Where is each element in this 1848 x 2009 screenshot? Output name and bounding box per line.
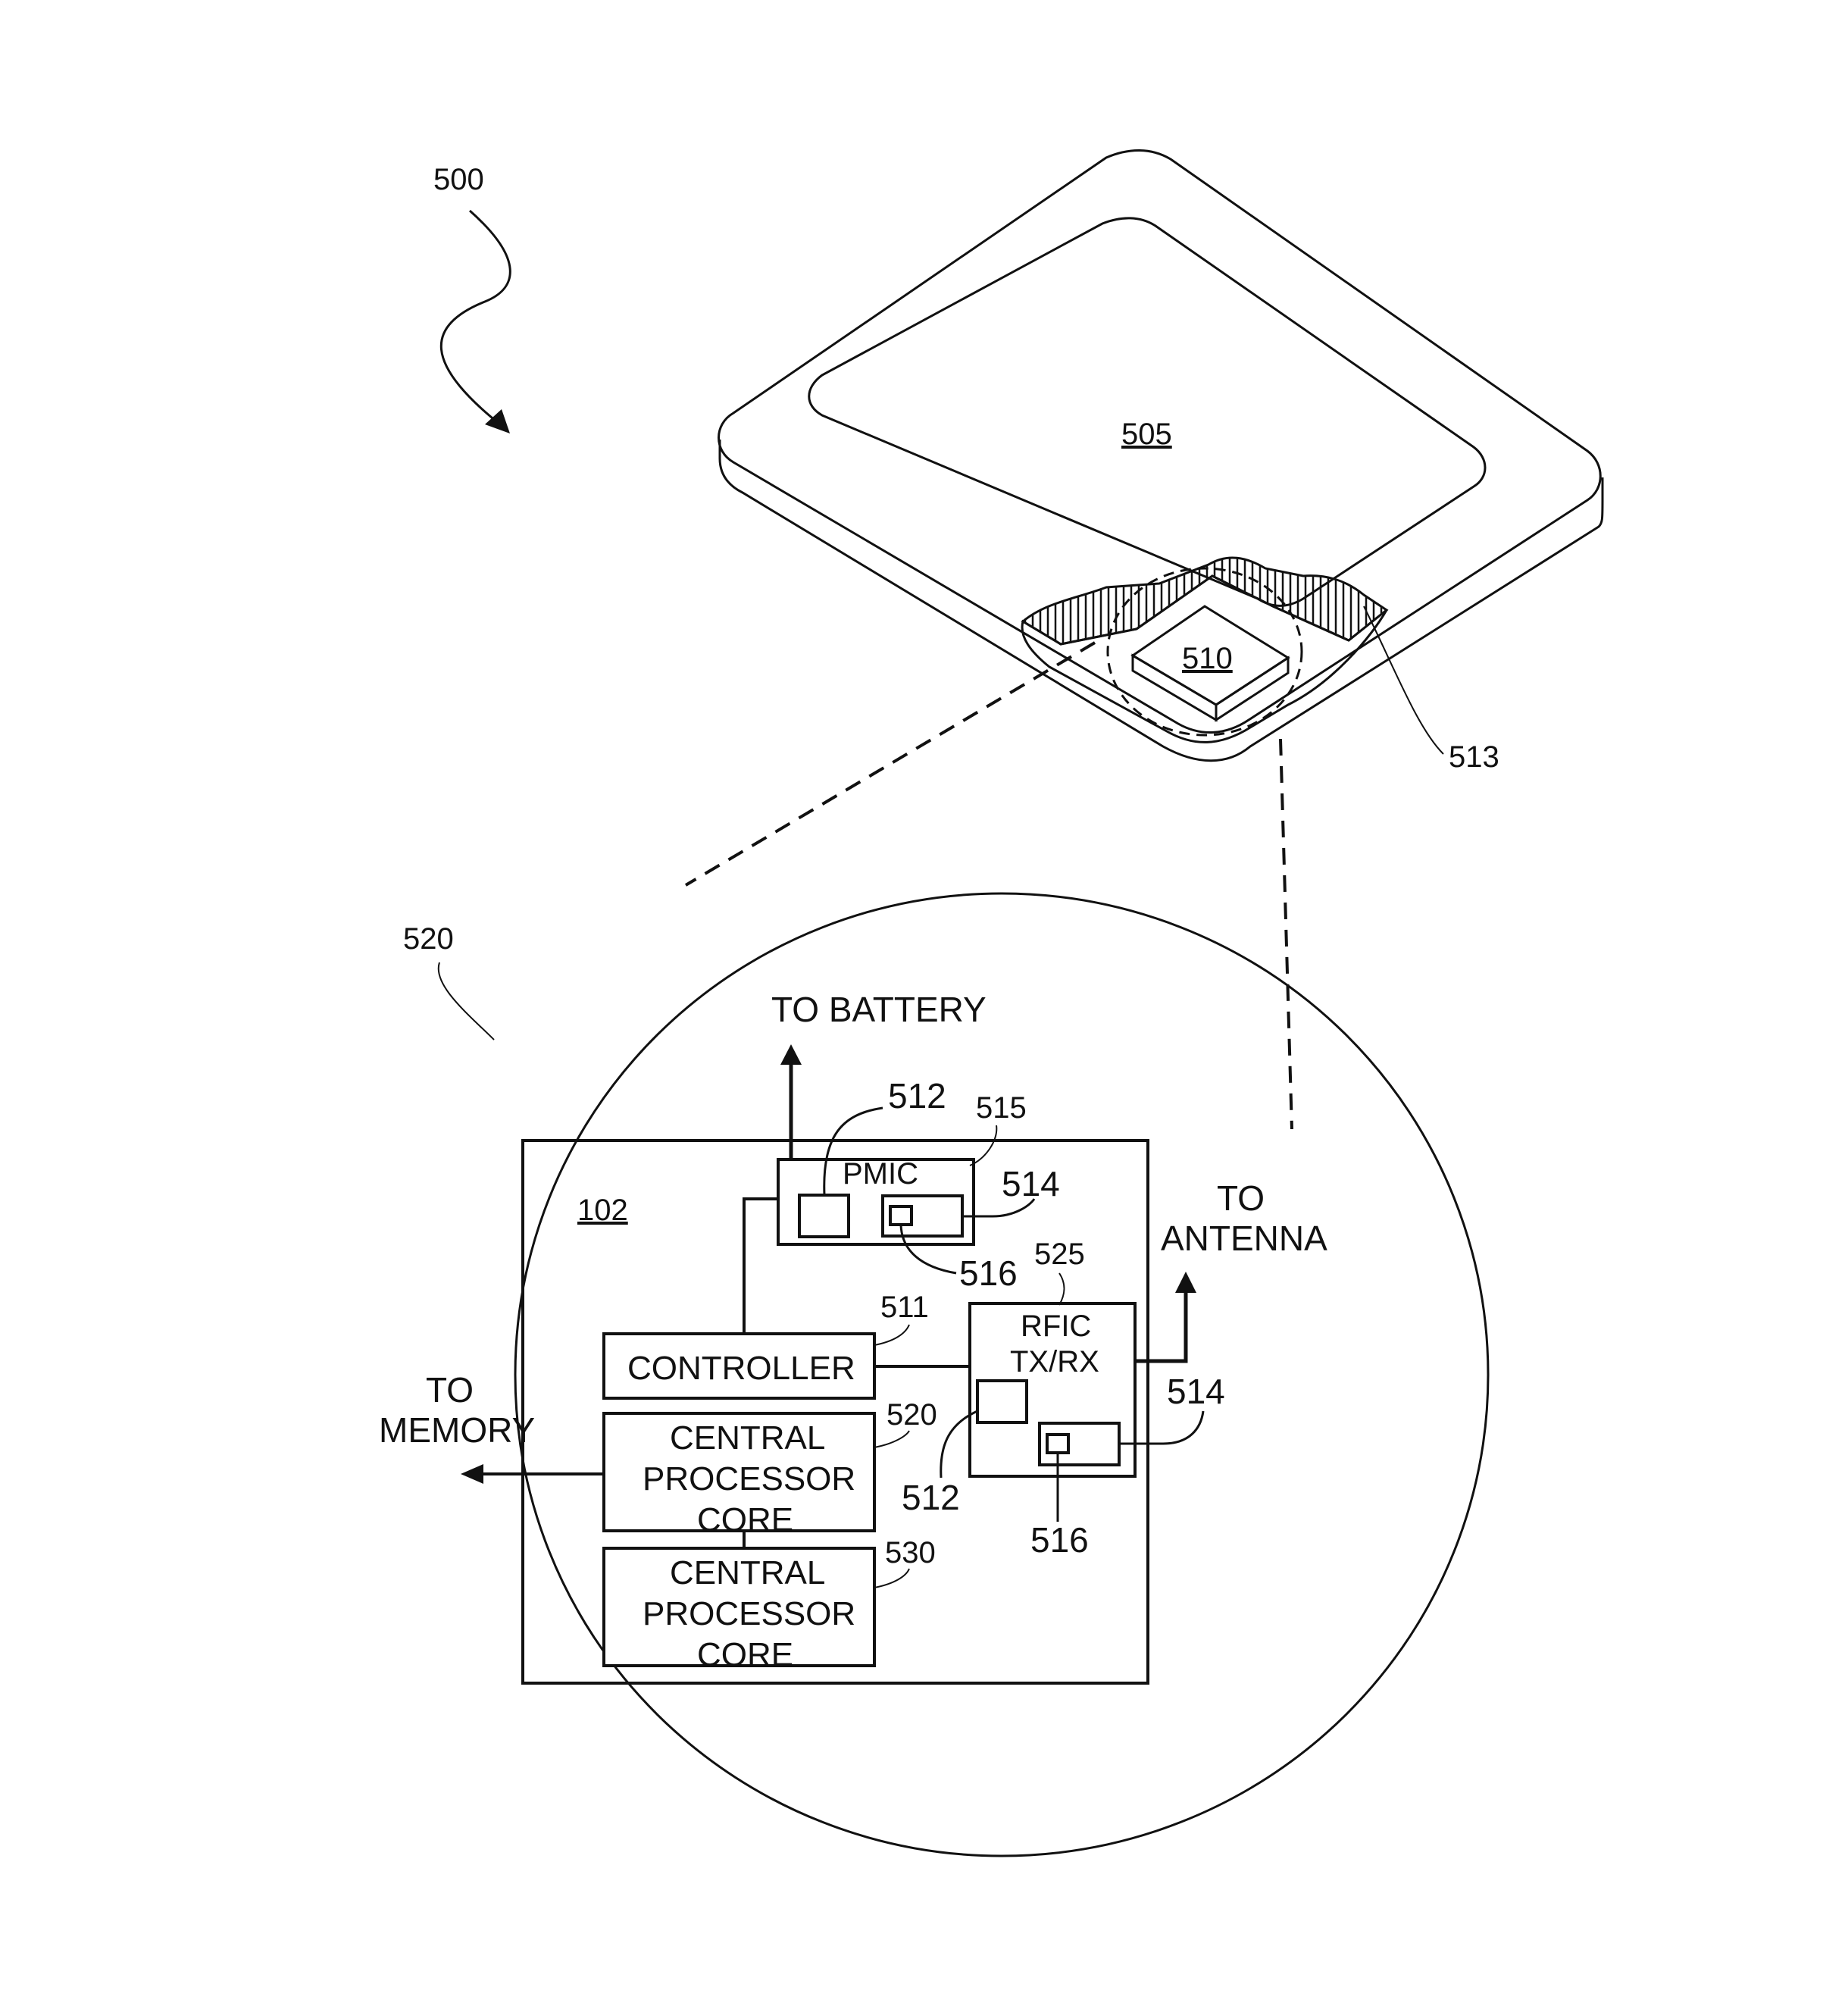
rfic-ref-516: 516 [1030, 1520, 1089, 1560]
pmic-ref-512: 512 [888, 1076, 946, 1116]
core-530-line3: CORE [697, 1636, 793, 1673]
antenna-arrowhead [1175, 1272, 1196, 1293]
pmic-ref-514: 514 [1002, 1164, 1060, 1203]
figure-ref-500: 500 [433, 163, 484, 196]
core-520-line2: PROCESSOR [643, 1460, 855, 1497]
pmic-514-box [883, 1196, 962, 1236]
to-memory-line1: TO [426, 1370, 474, 1410]
rfic-ref-512: 512 [902, 1478, 960, 1517]
core-ref-520: 520 [886, 1398, 937, 1432]
core-ref-530: 530 [885, 1536, 936, 1569]
controller-ref-511: 511 [880, 1291, 929, 1324]
leader-520-circle [439, 962, 494, 1040]
figure-squiggle-arrow [441, 211, 510, 424]
leader-pmic-516 [901, 1225, 956, 1273]
pmic-controller-wire [744, 1199, 778, 1334]
to-memory-line2: MEMORY [379, 1410, 535, 1450]
rfic-ref-514: 514 [1167, 1372, 1225, 1411]
detail-circle-ref: 520 [403, 922, 454, 956]
core-520-line1: CENTRAL [670, 1419, 825, 1457]
pmic-ref-515: 515 [976, 1091, 1027, 1125]
package-ref-102: 102 [577, 1194, 628, 1227]
rfic-ref-525: 525 [1034, 1238, 1085, 1271]
battery-arrowhead [780, 1044, 802, 1065]
chip-ref-510: 510 [1182, 642, 1233, 675]
cutaway-ref-513: 513 [1449, 740, 1499, 774]
antenna-wire [1135, 1288, 1186, 1361]
leader-core-520 [874, 1431, 909, 1447]
detail-view: 520 102 TO BATTERY PMIC 512 515 514 516 … [379, 893, 1488, 1856]
to-antenna-line1: TO [1217, 1178, 1265, 1218]
leader-core-530 [874, 1569, 909, 1588]
figure-arrowhead [485, 409, 510, 433]
pmic-516-box [890, 1206, 911, 1225]
device-screen [809, 218, 1485, 606]
to-battery-label: TO BATTERY [771, 990, 987, 1029]
projection-line-left [686, 643, 1095, 885]
controller-label: CONTROLLER [627, 1350, 855, 1387]
memory-arrowhead [461, 1464, 483, 1484]
leader-511 [874, 1325, 909, 1345]
projection-line-right [1280, 739, 1292, 1129]
pmic-512-box [799, 1195, 849, 1237]
pmic-ref-516: 516 [959, 1253, 1018, 1293]
pmic-label: PMIC [843, 1157, 918, 1191]
screen-ref-505: 505 [1121, 418, 1172, 451]
core-530-line1: CENTRAL [670, 1554, 825, 1591]
cutaway-hatched-wall [1023, 558, 1387, 644]
leader-525 [1059, 1273, 1064, 1305]
device-illustration: 500 505 510 513 [433, 150, 1603, 1129]
core-530-line2: PROCESSOR [643, 1595, 855, 1632]
to-antenna-line2: ANTENNA [1161, 1219, 1327, 1258]
rfic-label-line1: RFIC [1021, 1310, 1091, 1343]
rfic-label-line2: TX/RX [1010, 1345, 1099, 1378]
